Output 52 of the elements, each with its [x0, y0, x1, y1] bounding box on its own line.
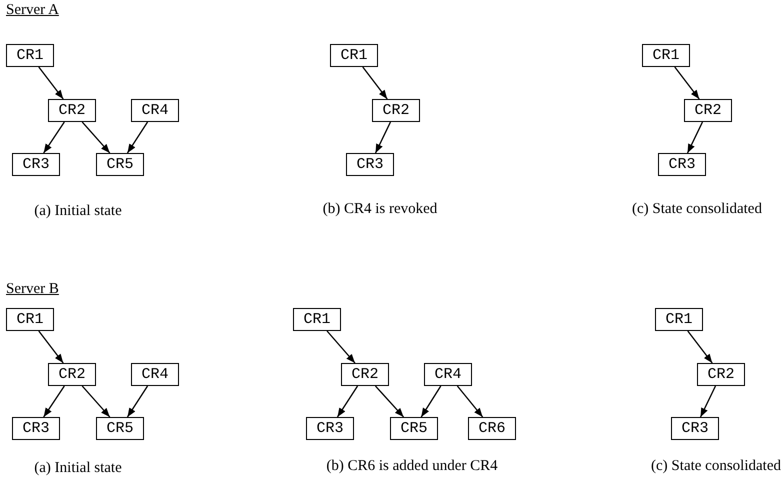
arrow — [82, 122, 110, 154]
panel-caption: (b) CR4 is revoked — [322, 201, 438, 218]
section-heading: Server B — [6, 281, 59, 298]
arrow — [336, 386, 358, 418]
node-box: CR2 — [697, 363, 745, 386]
arrow — [674, 66, 700, 100]
node-box: CR2 — [48, 363, 96, 386]
node-box: CR2 — [684, 99, 732, 122]
arrow — [362, 66, 388, 100]
node-box: CR3 — [671, 417, 719, 440]
node-box: CR3 — [12, 417, 60, 440]
node-box: CR3 — [658, 153, 706, 176]
panel-caption: (b) CR6 is added under CR4 — [326, 458, 498, 475]
arrow — [43, 122, 65, 154]
arrow — [420, 386, 442, 418]
node-box: CR1 — [330, 44, 378, 67]
node-box: CR5 — [96, 417, 144, 440]
node-box: CR3 — [346, 153, 394, 176]
node-box: CR4 — [424, 363, 472, 386]
node-box: CR3 — [306, 417, 354, 440]
arrow — [38, 330, 64, 364]
panel-caption: (c) State consolidated — [651, 458, 781, 475]
arrow — [82, 386, 110, 418]
panel-caption: (a) Initial state — [34, 203, 122, 220]
node-box: CR4 — [131, 363, 179, 386]
node-box: CR5 — [96, 153, 144, 176]
arrow — [686, 122, 704, 154]
arrow — [700, 386, 716, 418]
node-box: CR2 — [341, 363, 389, 386]
arrow — [374, 122, 392, 154]
node-box: CR4 — [131, 99, 179, 122]
node-box: CR5 — [390, 417, 438, 440]
node-box: CR1 — [293, 308, 341, 331]
node-box: CR2 — [372, 99, 420, 122]
arrow — [374, 386, 404, 418]
node-box: CR3 — [12, 153, 60, 176]
node-box: CR1 — [6, 308, 54, 331]
arrow — [126, 122, 148, 154]
node-box: CR2 — [48, 99, 96, 122]
arrow — [456, 386, 484, 418]
panel-caption: (c) State consolidated — [632, 201, 762, 218]
arrow — [38, 66, 64, 100]
section-heading: Server A — [6, 2, 59, 19]
node-box: CR1 — [6, 44, 54, 67]
arrow — [126, 386, 148, 418]
node-box: CR1 — [655, 308, 703, 331]
panel-caption: (a) Initial state — [34, 460, 122, 477]
node-box: CR6 — [468, 417, 516, 440]
arrow — [326, 330, 356, 364]
arrow — [687, 330, 713, 364]
node-box: CR1 — [642, 44, 690, 67]
arrow — [43, 386, 65, 418]
